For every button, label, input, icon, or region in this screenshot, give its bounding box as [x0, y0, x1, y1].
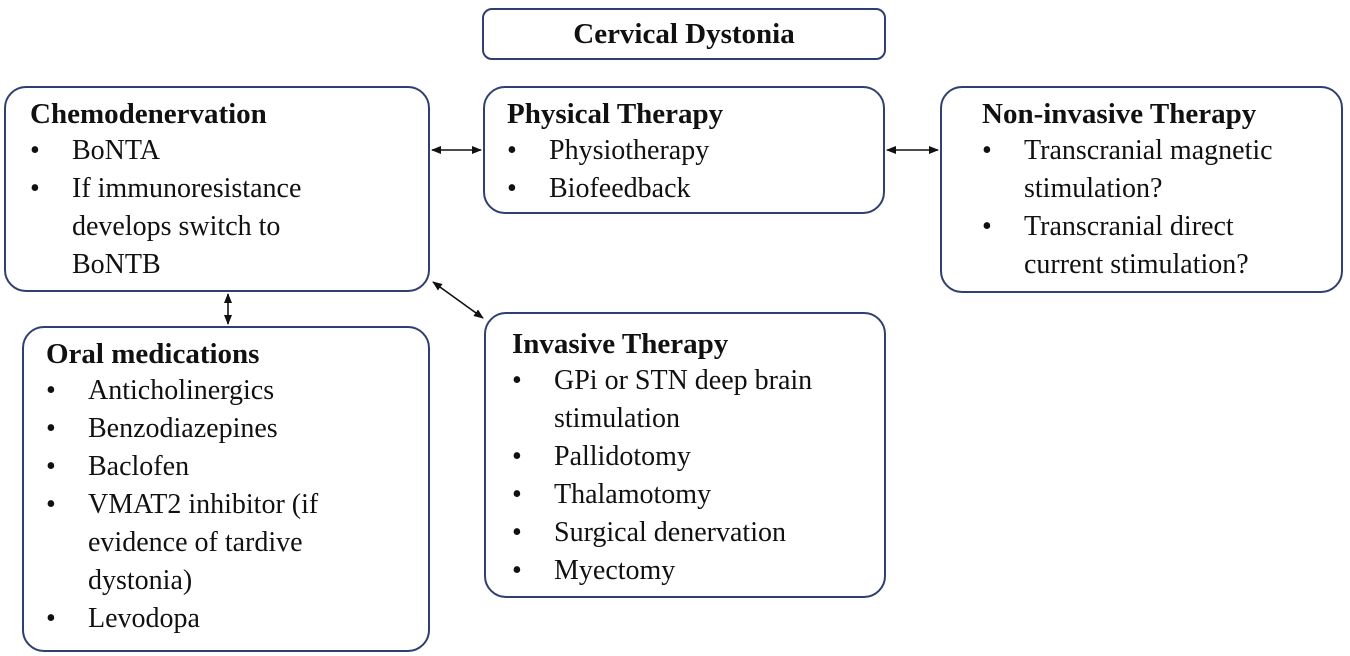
chemodenervation-heading: Chemodenervation: [30, 98, 267, 130]
oral-medications-list: Anticholinergics Benzodiazepines Baclofe…: [46, 372, 418, 638]
non-invasive-therapy-list: Transcranial magnetic stimulation? Trans…: [982, 132, 1331, 284]
non-invasive-therapy-box: Non-invasive Therapy Transcranial magnet…: [940, 86, 1343, 293]
invasive-therapy-list: GPi or STN deep brain stimulation Pallid…: [512, 362, 874, 590]
title-box: Cervical Dystonia: [482, 8, 886, 60]
list-item: Thalamotomy: [512, 476, 874, 514]
list-item: BoNTA: [30, 132, 418, 170]
physical-therapy-heading: Physical Therapy: [507, 98, 724, 130]
arrow-chemo-invasive: [432, 281, 484, 319]
chemodenervation-box: Chemodenervation BoNTA If immunoresistan…: [4, 86, 430, 292]
list-item: Transcranial direct current stimulation?: [982, 208, 1314, 284]
list-item: If immunoresistance develops switch to B…: [30, 170, 372, 284]
list-item: Levodopa: [46, 600, 418, 638]
physical-therapy-list: Physiotherapy Biofeedback: [507, 132, 873, 208]
non-invasive-therapy-heading: Non-invasive Therapy: [982, 98, 1257, 130]
list-item: Benzodiazepines: [46, 410, 418, 448]
invasive-therapy-box: Invasive Therapy GPi or STN deep brain s…: [484, 312, 886, 598]
oral-medications-heading: Oral medications: [46, 338, 260, 370]
chemodenervation-list: BoNTA If immunoresistance develops switc…: [30, 132, 418, 284]
physical-therapy-box: Physical Therapy Physiotherapy Biofeedba…: [483, 86, 885, 214]
list-item: Pallidotomy: [512, 438, 874, 476]
list-item: GPi or STN deep brain stimulation: [512, 362, 874, 438]
list-item: Physiotherapy: [507, 132, 873, 170]
list-item: Myectomy: [512, 552, 874, 590]
diagram-title: Cervical Dystonia: [573, 17, 795, 50]
list-item: Surgical denervation: [512, 514, 874, 552]
list-item: Biofeedback: [507, 170, 873, 208]
list-item: Anticholinergics: [46, 372, 418, 410]
oral-medications-box: Oral medications Anticholinergics Benzod…: [22, 326, 430, 652]
list-item: Transcranial magnetic stimulation?: [982, 132, 1324, 208]
list-item: Baclofen: [46, 448, 418, 486]
invasive-therapy-heading: Invasive Therapy: [512, 328, 729, 360]
list-item: VMAT2 inhibitor (if evidence of tardive …: [46, 486, 408, 600]
